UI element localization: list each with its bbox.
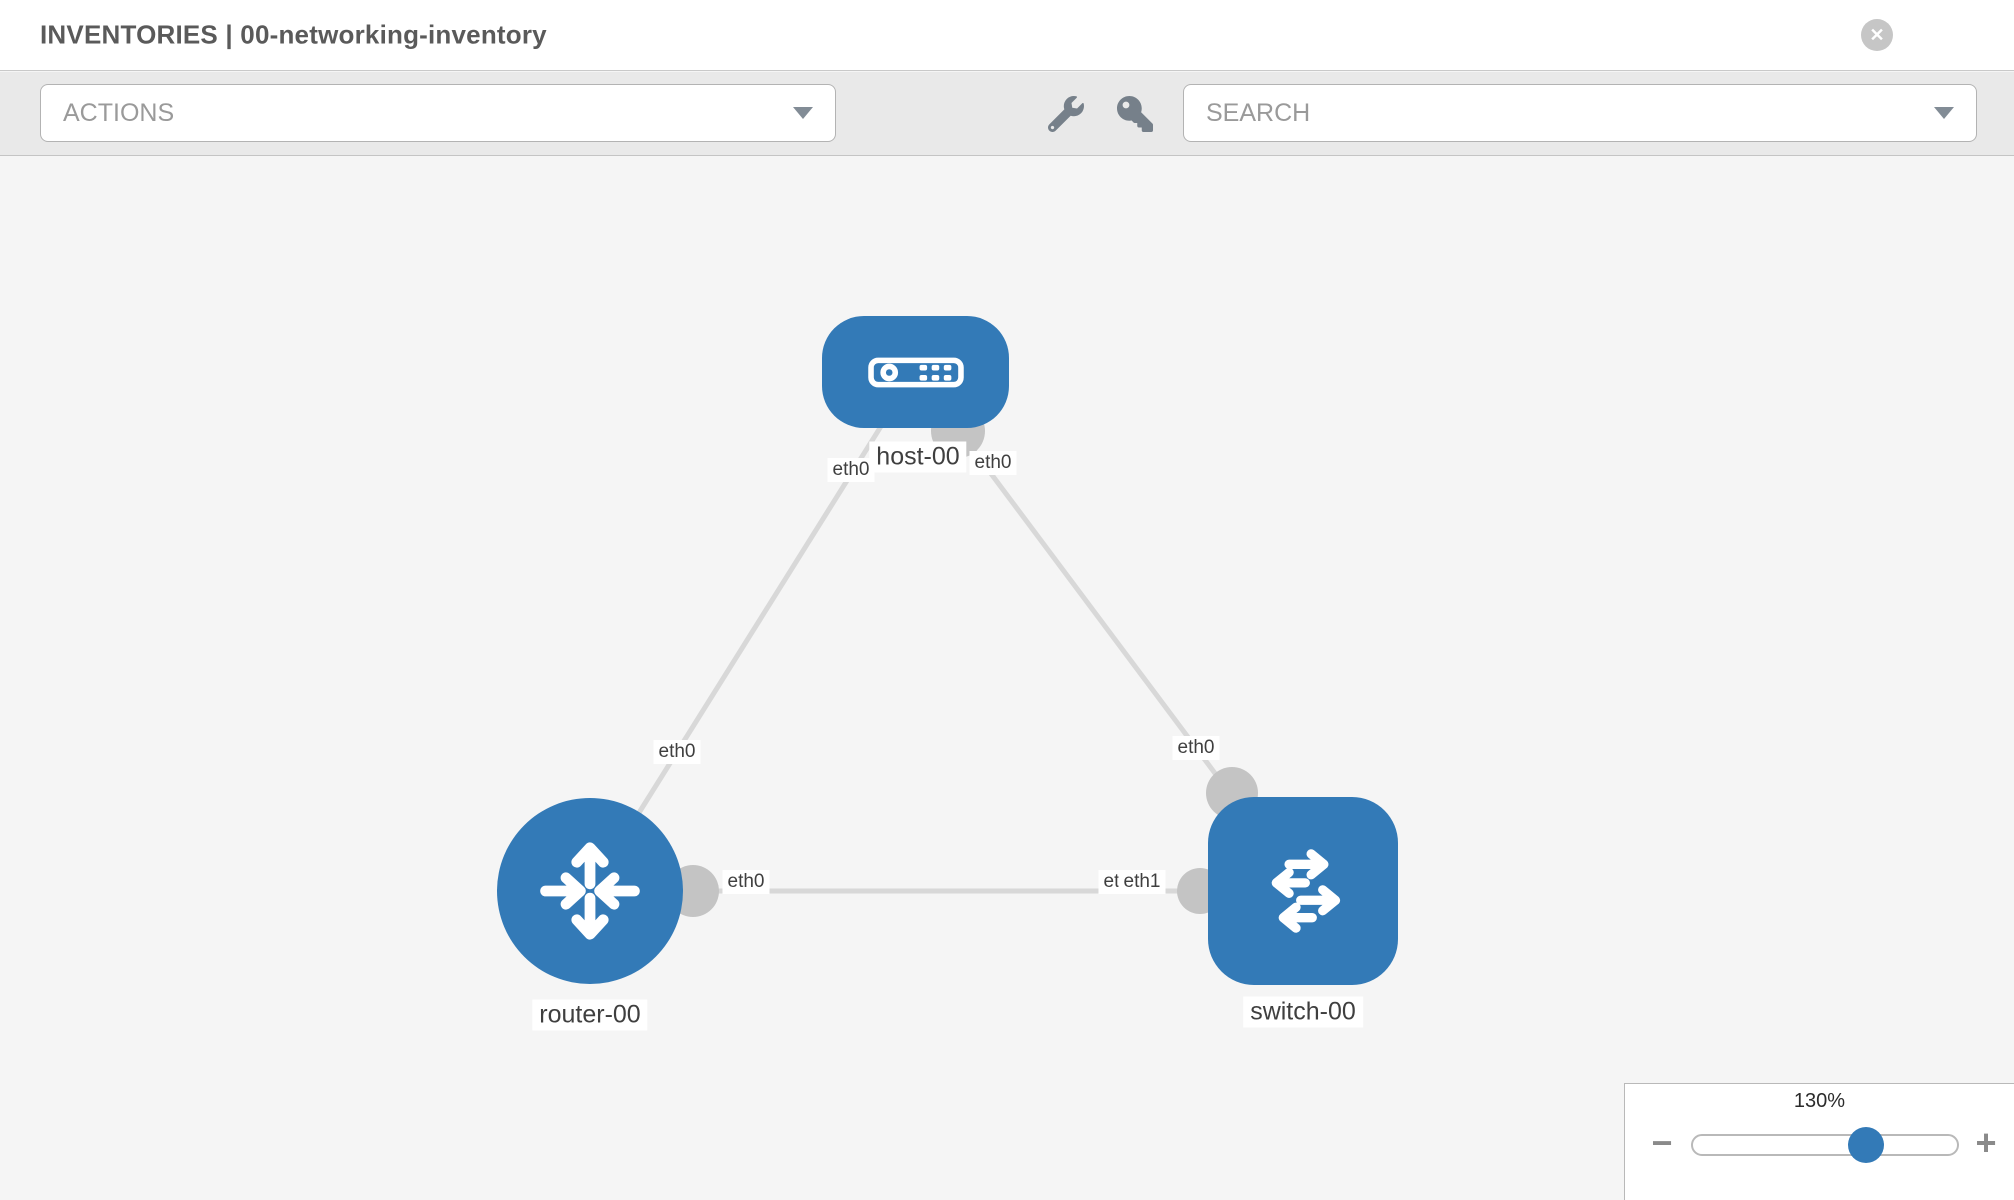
search-dropdown-label: SEARCH [1206,98,1311,127]
interface-label-switch-eth0-to-host: eth0 [1172,736,1220,760]
actions-dropdown-label: ACTIONS [63,98,175,127]
interface-label-router-eth0-to-switch: eth0 [722,870,770,894]
switch-icon [1271,849,1341,933]
interface-label-host-eth0-to-router: eth0 [827,458,875,482]
node-host-00[interactable] [822,316,1009,428]
interface-label-router-eth0-to-host: eth0 [653,740,701,764]
zoom-slider[interactable] [1691,1127,1959,1163]
header: INVENTORIES | 00-networking-inventory ✕ [0,0,2014,71]
host-icon [867,357,964,387]
close-button[interactable]: ✕ [1861,19,1893,51]
router-icon [540,842,640,940]
actions-dropdown[interactable]: ACTIONS [40,84,836,142]
interface-label-switch-eth1-to-router: eth1 [1118,870,1166,894]
toolbar: ACTIONS SEARCH [0,72,2014,156]
topology-canvas[interactable] [0,157,2014,1200]
node-switch-00[interactable] [1208,797,1398,985]
zoom-slider-handle[interactable] [1848,1127,1884,1163]
wrench-icon [1048,96,1084,132]
tools-button[interactable] [1048,96,1084,132]
search-dropdown[interactable]: SEARCH [1183,84,1977,142]
node-router-00[interactable] [497,798,683,984]
node-label-router: router-00 [532,999,648,1031]
node-label-host: host-00 [869,441,967,473]
key-icon [1117,96,1153,132]
chevron-down-icon [1934,107,1954,119]
chevron-down-icon [793,107,813,119]
zoom-widget: 130% − + [1624,1083,2014,1200]
node-label-switch: switch-00 [1243,996,1363,1028]
zoom-in-button[interactable]: + [1975,1122,1997,1163]
close-icon: ✕ [1869,25,1885,45]
zoom-out-button[interactable]: − [1651,1122,1673,1163]
interface-label-host-eth0-to-switch: eth0 [969,451,1017,475]
zoom-level-value: 130% [1793,1090,1846,1112]
page-title: INVENTORIES | 00-networking-inventory [40,19,547,50]
credentials-button[interactable] [1117,96,1153,132]
